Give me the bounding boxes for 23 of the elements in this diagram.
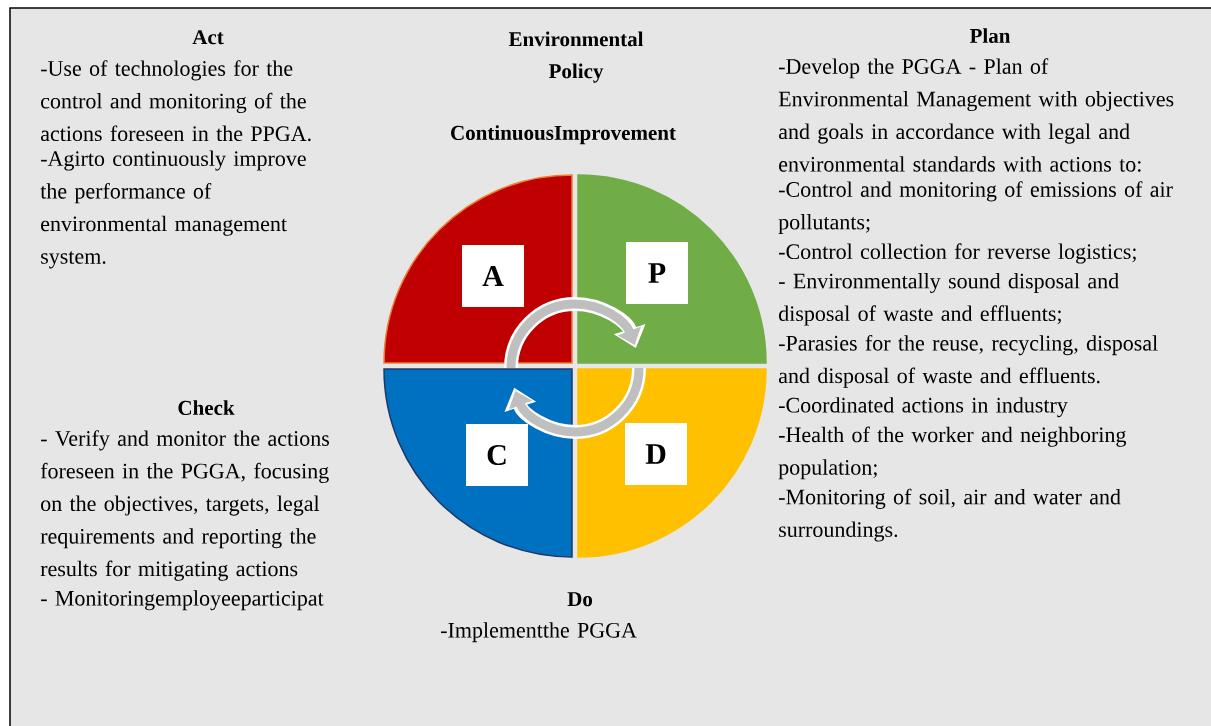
paragraph: -Coordinated actions in industry bbox=[779, 397, 1068, 418]
heading: Do bbox=[567, 592, 593, 607]
heading: Act bbox=[192, 30, 224, 45]
paragraph: - Verify and monitor the actions foreseen in the PGGA, focusing on the objectives, targets, legal requirements and reporting the results for mitigating actions bbox=[40, 430, 329, 581]
paragraph: -Use of technologies for the control and monitoring of the actions foreseen in the PPGA. bbox=[41, 60, 311, 142]
letter-box: C bbox=[466, 424, 528, 486]
paragraph: -Control collection for reverse logistics; bbox=[779, 243, 1136, 264]
title: Environmental Policy bbox=[508, 31, 644, 83]
letter-box: P bbox=[626, 242, 688, 304]
paragraph: -Implementthe PGGA bbox=[441, 622, 637, 643]
heading: Check bbox=[178, 400, 235, 415]
paragraph: -Develop the PGGA - Plan of Environmental Management with objectives and goals in accordance with legal and environmental standards with actions to: bbox=[778, 58, 1174, 172]
paragraph: -Monitoring of soil, air and water and surroundings. bbox=[779, 488, 1121, 542]
paragraph: - Environmentally sound disposal and disposal of waste and effluents; bbox=[779, 273, 1119, 326]
letter-box: D bbox=[625, 423, 687, 485]
letter-box: A bbox=[462, 245, 524, 307]
paragraph: -Health of the worker and neighboring population; bbox=[778, 426, 1126, 480]
paragraph: -Agirto continuously improve the performance of environmental management system. bbox=[40, 150, 306, 269]
paragraph: -Parasies for the reuse, recycling, disposal and disposal of waste and effluents. bbox=[778, 334, 1158, 388]
heading: ContinuousImprovement bbox=[451, 125, 676, 145]
heading: Plan bbox=[969, 28, 1011, 43]
paragraph: -Control and monitoring of emissions of air pollutants; bbox=[778, 181, 1173, 234]
paragraph: - Monitoringemployeeparticipat bbox=[41, 590, 324, 611]
